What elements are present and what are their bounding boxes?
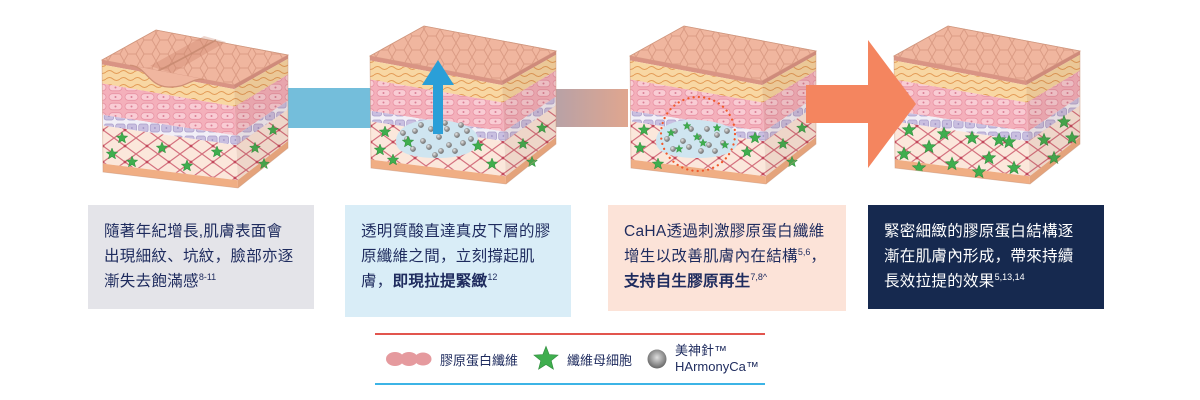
lift-up-arrow-icon [422,60,454,134]
collagen-fibers-icon [386,352,432,366]
arrow-right-icon [806,40,918,168]
legend-label-collagen: 膠原蛋白纖維 [440,352,519,368]
caption-text-ha-lift: 透明質酸直達真皮下層的膠原纖維之間，立刻撐起肌膚，即現拉提緊緻12 [361,223,551,290]
skin-illustration-aging [92,26,292,204]
legend-label-fibroblast: 纖維母細胞 [567,352,633,368]
legend-label-harmonyca: 美神針™ HArmonyCa™ [675,342,759,374]
caption-text-caha-stimulation: CaHA透過刺激膠原蛋白纖維增生以改善肌膚內在結構5,6，支持自生膠原再生7,8… [624,223,827,290]
caption-text-aging: 隨著年紀增長,肌膚表面會出現細紋、坑紋，臉部亦逐漸失去飽滿感8-11 [104,223,294,290]
transition-band-blue [287,88,371,128]
harmonyca-particle-icon [647,349,667,369]
caption-box-aging: 隨著年紀增長,肌膚表面會出現細紋、坑紋，臉部亦逐漸失去飽滿感8-11 [88,205,314,310]
transition-band-gradient [550,89,628,127]
skin-illustration-long-term-result [884,22,1084,200]
legend-item-fibroblast: 纖維母細胞 [532,345,632,373]
caption-box-long-term-result: 緊密細緻的膠原蛋白結構逐漸在肌膚內形成，帶來持續長效拉提的效果5,13,14 [868,205,1104,310]
skin-illustration-ha-lift [360,22,560,200]
arrow-head [868,40,916,168]
fibroblast-star-icon [533,345,559,370]
skin-illustration-caha-stimulation [620,22,820,200]
arrow-shaft [806,85,869,123]
legend: 膠原蛋白纖維 纖維母細胞 美神針™ HArmonyCa™ [375,333,765,385]
caption-text-long-term-result: 緊密細緻的膠原蛋白結構逐漸在肌膚內形成，帶來持續長效拉提的效果5,13,14 [884,223,1074,290]
legend-item-collagen: 膠原蛋白纖維 [385,349,518,369]
legend-item-harmonyca: 美神針™ HArmonyCa™ [646,343,759,376]
caption-box-caha-stimulation: CaHA透過刺激膠原蛋白纖維增生以改善肌膚內在結構5,6，支持自生膠原再生7,8… [608,205,846,311]
caption-box-ha-lift: 透明質酸直達真皮下層的膠原纖維之間，立刻撐起肌膚，即現拉提緊緻12 [345,205,571,317]
